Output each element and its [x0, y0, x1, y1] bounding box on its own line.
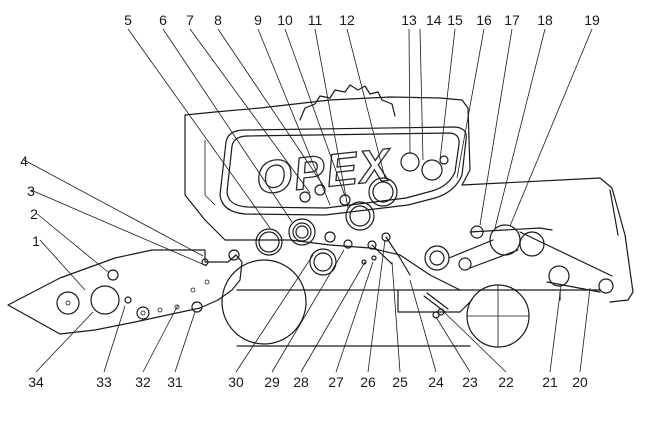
callout-9: 9 [254, 12, 262, 28]
callout-15: 15 [447, 12, 463, 28]
callout-16: 16 [476, 12, 492, 28]
callout-28: 28 [293, 374, 309, 390]
callout-18: 18 [537, 12, 553, 28]
leader-lines [23, 28, 593, 373]
callout-20: 20 [572, 374, 588, 390]
callout-1: 1 [32, 233, 40, 249]
callout-25: 25 [392, 374, 408, 390]
callout-24: 24 [428, 374, 444, 390]
machine-outline [7, 84, 634, 347]
callout-10: 10 [277, 12, 293, 28]
callout-27: 27 [328, 374, 344, 390]
callout-12: 12 [339, 12, 355, 28]
callout-2: 2 [30, 206, 38, 222]
callout-33: 33 [96, 374, 112, 390]
callout-3: 3 [27, 183, 35, 199]
callout-32: 32 [135, 374, 151, 390]
callout-7: 7 [186, 12, 194, 28]
callout-14: 14 [426, 12, 442, 28]
callout-6: 6 [159, 12, 167, 28]
callout-4: 4 [20, 153, 28, 169]
callout-8: 8 [214, 12, 222, 28]
callout-23: 23 [462, 374, 478, 390]
callout-11: 11 [308, 12, 323, 28]
callout-numbers: 5 6 7 8 9 10 11 12 13 14 15 16 17 18 19 … [20, 12, 600, 390]
callout-17: 17 [504, 12, 520, 28]
callout-34: 34 [28, 374, 44, 390]
callout-5: 5 [124, 12, 132, 28]
callout-30: 30 [228, 374, 244, 390]
callout-29: 29 [264, 374, 280, 390]
callout-19: 19 [584, 12, 600, 28]
callout-26: 26 [360, 374, 376, 390]
rollers [56, 152, 614, 348]
callout-13: 13 [401, 12, 417, 28]
callout-31: 31 [167, 374, 183, 390]
callout-21: 21 [542, 374, 558, 390]
callout-22: 22 [498, 374, 514, 390]
